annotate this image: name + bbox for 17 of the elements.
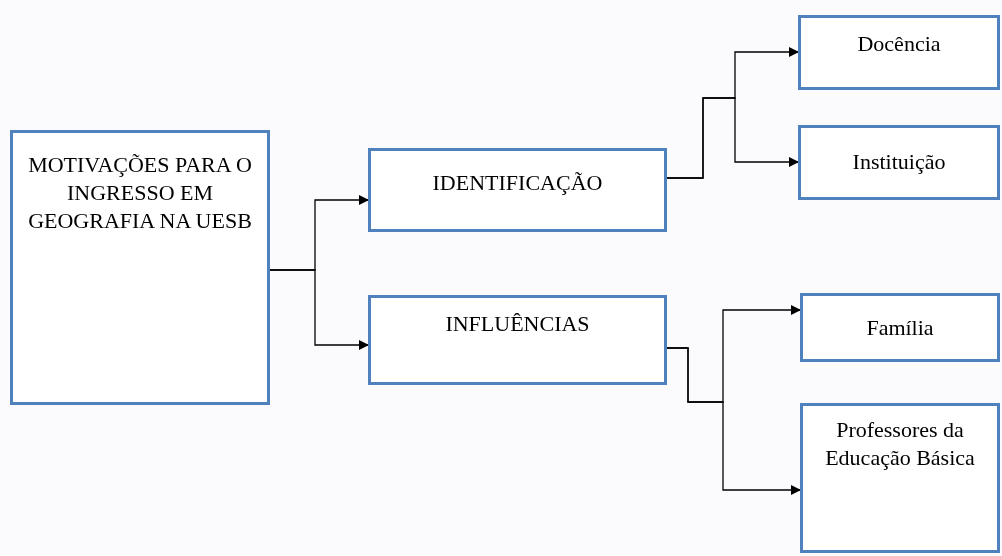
process-box xyxy=(368,295,667,385)
process-box xyxy=(800,293,1000,362)
process-box xyxy=(368,148,667,232)
process-box xyxy=(798,15,1000,90)
connector-arrow xyxy=(666,347,801,495)
node-label: Docência xyxy=(856,30,942,58)
process-box xyxy=(10,130,270,405)
node-label: Família xyxy=(865,314,935,342)
connector-arrow xyxy=(269,269,369,350)
node-label: INFLUÊNCIAS xyxy=(444,310,591,338)
connector-arrow xyxy=(666,97,799,179)
process-box xyxy=(798,125,1000,200)
node-label: MOTIVAÇÕES PARA O INGRESSO EM GEOGRAFIA NA UESB xyxy=(27,151,253,235)
node-label: Professores da Educação Básica xyxy=(824,416,976,472)
node-label: IDENTIFICAÇÃO xyxy=(431,169,604,197)
node-label: Instituição xyxy=(851,148,947,176)
process-box xyxy=(800,403,1000,553)
